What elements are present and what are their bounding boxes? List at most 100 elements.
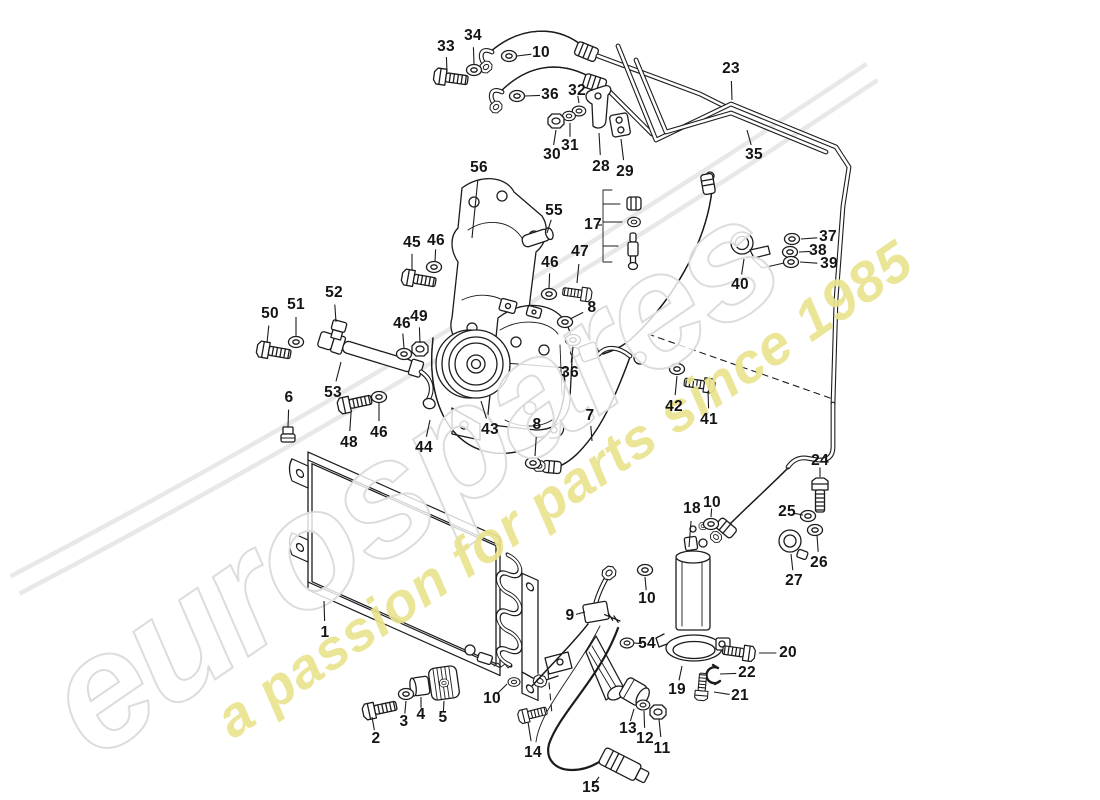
callout-38: 38 [809,242,827,259]
callout-46: 46 [541,254,559,271]
leader-7 [590,425,593,442]
callout-41: 41 [700,411,718,428]
leader-13 [629,708,635,722]
suction-hose-drawing [569,172,716,363]
callout-43: 43 [481,421,499,438]
leader-10 [497,683,508,694]
callout-8: 8 [532,416,542,433]
callout-2: 2 [371,730,381,747]
callout-26: 26 [810,554,828,571]
leader-18 [688,520,692,548]
callout-10: 10 [638,590,656,607]
leader-37 [800,237,818,240]
callout-31: 31 [561,137,579,154]
leader-5 [442,700,445,712]
callout-10: 10 [703,494,721,511]
callout-46: 46 [427,232,445,249]
leader-36 [570,346,574,363]
callout-6: 6 [284,389,294,406]
leader-55 [546,219,552,234]
callout-20: 20 [779,644,797,661]
leader-15 [593,776,600,784]
callout-12: 12 [636,730,654,747]
callout-29: 29 [616,163,634,180]
callout-18: 18 [683,500,701,517]
receiver-drier-drawing [655,522,731,662]
callout-13: 13 [619,720,637,737]
callout-39: 39 [820,255,838,272]
callout-37: 37 [819,228,837,245]
leader-25 [793,512,804,516]
condenser-drawing [288,451,573,702]
leader-54 [633,642,642,645]
callout-52: 52 [325,284,343,301]
leader-40 [741,258,745,275]
leader-19 [678,665,683,681]
callout-51: 51 [287,296,305,313]
leader-10 [644,576,647,591]
callout-10: 10 [532,44,550,61]
leader-33 [445,56,448,73]
callout-5: 5 [438,709,448,726]
callout-45: 45 [403,234,421,251]
leader-29 [620,138,625,161]
callout-50: 50 [261,305,279,322]
leader-34 [472,47,475,65]
leader-44 [425,419,431,437]
leader-8 [534,436,537,457]
leader-30 [553,129,557,146]
callout-1: 1 [320,624,330,641]
leader-52 [334,304,337,323]
leader-47 [576,263,580,284]
leader-38 [798,250,811,253]
leader-43 [480,400,487,419]
leader-41 [707,390,710,409]
leader-11 [658,718,662,738]
callout-30: 30 [543,146,561,163]
callout-44: 44 [415,439,433,456]
callout-9: 9 [565,607,575,624]
leader-14 [527,721,532,742]
service-fitting-drawing [532,563,650,784]
leader-28 [598,132,601,156]
callout-4: 4 [416,706,426,723]
leader-26 [816,534,819,552]
callout-54: 54 [638,635,656,652]
idler-parts-drawing [360,665,460,722]
leader-42 [674,375,678,396]
leader-46 [434,249,437,263]
callout-25: 25 [778,503,796,520]
callout-56: 56 [470,159,488,176]
valve-group-drawing [602,189,642,271]
leader-39 [799,261,818,264]
clamps-drawing [516,85,829,725]
discharge-hose-drawing [532,345,647,475]
leader-12 [643,710,646,728]
callout-40: 40 [731,276,749,293]
leader-10 [516,53,532,57]
leader-36 [524,94,541,97]
leader-1 [323,600,326,622]
leader-22 [719,672,737,675]
callout-19: 19 [668,681,686,698]
leader-32 [577,95,580,104]
callout-14: 14 [524,744,542,761]
leader-6 [287,409,290,428]
callout-21: 21 [731,687,749,704]
callout-7: 7 [585,407,595,424]
callout-11: 11 [653,740,671,757]
callout-53: 53 [324,384,342,401]
callout-28: 28 [592,158,610,175]
callout-24: 24 [811,452,829,469]
union-pipe-drawing [280,319,436,443]
callout-33: 33 [437,38,455,55]
leader-2 [371,716,375,731]
callout-49: 49 [410,308,428,325]
callout-48: 48 [340,434,358,451]
callout-36: 36 [561,364,579,381]
leader-56 [471,179,479,239]
leader-48 [349,412,352,432]
